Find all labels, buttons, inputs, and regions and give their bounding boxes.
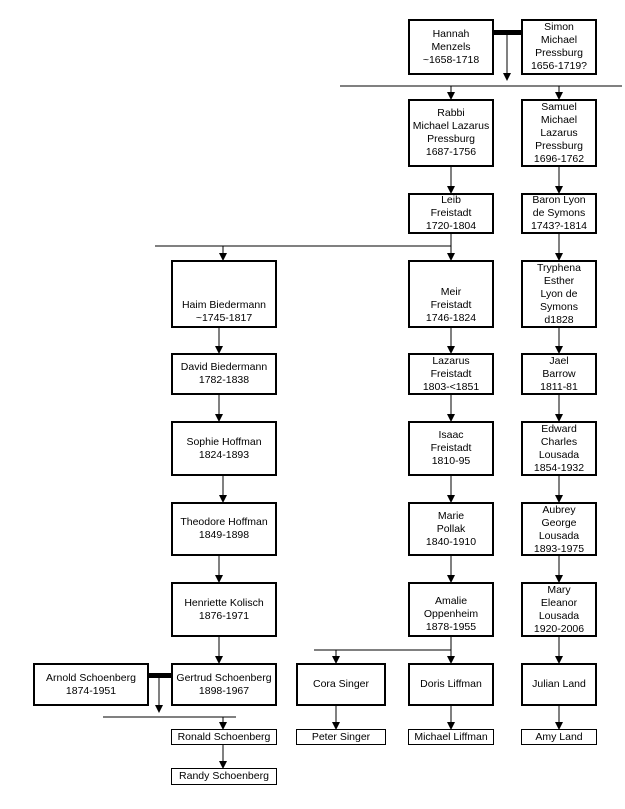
person-box-rabbi-michael-pressburg: Rabbi Michael Lazarus Pressburg 1687-175… [408, 99, 494, 167]
person-box-randy-schoenberg: Randy Schoenberg [171, 768, 277, 785]
person-box-david-biedermann: David Biedermann 1782-1838 [171, 353, 277, 395]
person-box-michael-liffman: Michael Liffman [408, 729, 494, 745]
person-box-ronald-schoenberg: Ronald Schoenberg [171, 729, 277, 745]
person-box-tryphena-lyon-de-symons: Tryphena Esther Lyon de Symons d1828 [521, 260, 597, 328]
person-box-gertrud-schoenberg: Gertrud Schoenberg 1898-1967 [171, 663, 277, 706]
person-box-samuel-pressburg: Samuel Michael Lazarus Pressburg 1696-17… [521, 99, 597, 167]
person-box-doris-liffman: Doris Liffman [408, 663, 494, 706]
person-box-amalie-oppenheim: Amalie Oppenheim 1878-1955 [408, 582, 494, 637]
person-box-theodore-hoffman: Theodore Hoffman 1849-1898 [171, 502, 277, 556]
person-box-amy-land: Amy Land [521, 729, 597, 745]
person-box-mary-lousada: Mary Eleanor Lousada 1920-2006 [521, 582, 597, 637]
person-box-marie-pollak: Marie Pollak 1840-1910 [408, 502, 494, 556]
person-box-leib-freistadt: Leib Freistadt 1720-1804 [408, 193, 494, 234]
person-box-cora-singer: Cora Singer [296, 663, 386, 706]
person-box-baron-lyon-de-symons: Baron Lyon de Symons 1743?-1814 [521, 193, 597, 234]
person-box-jael-barrow: Jael Barrow 1811-81 [521, 353, 597, 395]
person-box-haim-biedermann: Haim Biedermann ~1745-1817 [171, 260, 277, 328]
person-box-lazarus-freistadt: Lazarus Freistadt 1803-<1851 [408, 353, 494, 395]
person-box-sophie-hoffman: Sophie Hoffman 1824-1893 [171, 421, 277, 476]
person-box-isaac-freistadt: Isaac Freistadt 1810-95 [408, 421, 494, 476]
marriage-bar-hannah-simon [492, 30, 522, 35]
person-box-edward-lousada: Edward Charles Lousada 1854-1932 [521, 421, 597, 476]
person-box-simon-pressburg: Simon Michael Pressburg 1656-1719? [521, 19, 597, 75]
person-box-aubrey-lousada: Aubrey George Lousada 1893-1975 [521, 502, 597, 556]
person-box-meir-freistadt: Meir Freistadt 1746-1824 [408, 260, 494, 328]
person-box-julian-land: Julian Land [521, 663, 597, 706]
person-box-arnold-schoenberg: Arnold Schoenberg 1874-1951 [33, 663, 149, 706]
marriage-bar-arnold-gertrud [148, 673, 172, 678]
person-box-peter-singer: Peter Singer [296, 729, 386, 745]
person-box-henriette-kolisch: Henriette Kolisch 1876-1971 [171, 582, 277, 637]
person-box-hannah-menzels: Hannah Menzels ~1658-1718 [408, 19, 494, 75]
